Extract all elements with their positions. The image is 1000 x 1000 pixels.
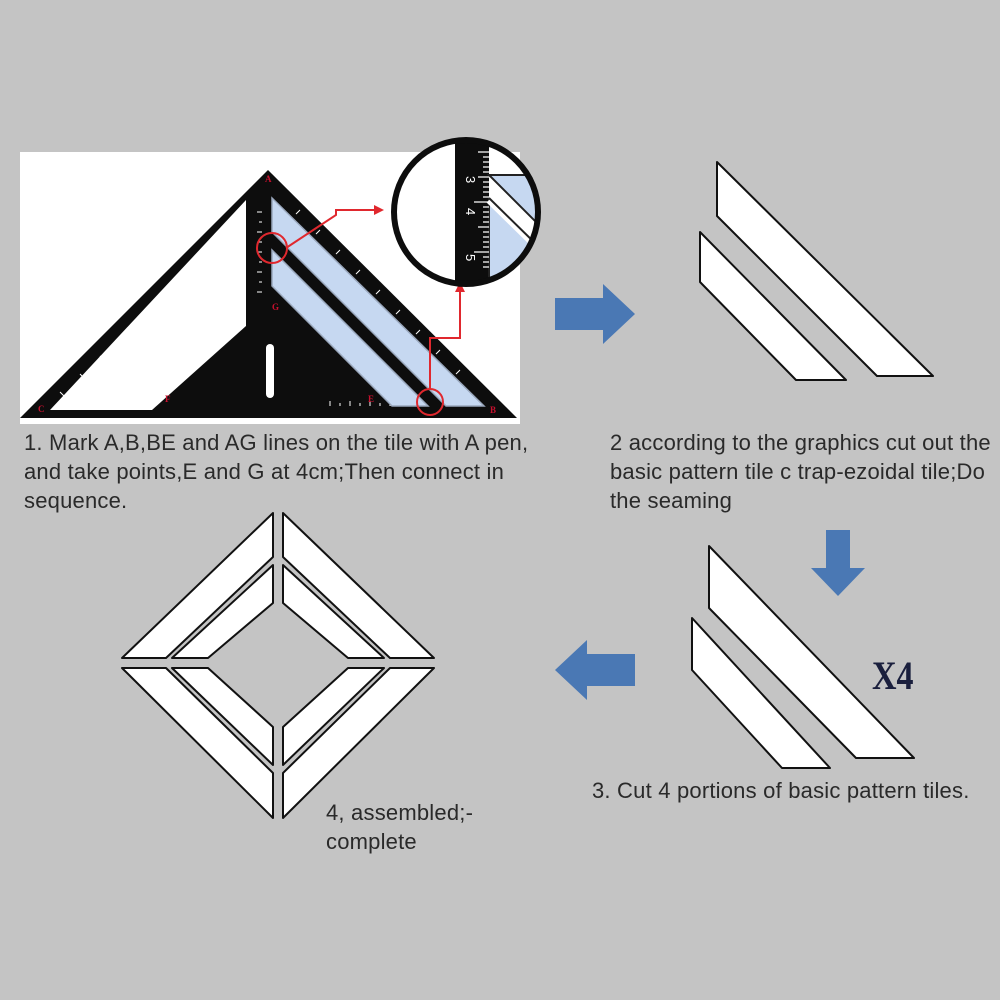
point-label-f: F xyxy=(165,394,171,404)
point-label-e: E xyxy=(368,394,374,404)
arrow-left-icon xyxy=(555,640,635,700)
step2-strip-top xyxy=(716,161,934,377)
point-label-g: G xyxy=(272,302,279,312)
assembled-inner-bottom-left xyxy=(171,667,274,766)
step1-caption: 1. Mark A,B,BE and AG lines on the tile … xyxy=(24,430,529,513)
strip-lower xyxy=(271,248,430,407)
step3-caption: 3. Cut 4 portions of basic pattern tiles… xyxy=(592,778,970,803)
step3-strip-top xyxy=(708,545,915,759)
ruler-left-window xyxy=(50,200,246,410)
assembled-outer-top-right xyxy=(282,512,435,659)
assembled-inner-top-left xyxy=(171,564,274,659)
arrow-down-icon xyxy=(811,530,865,596)
callout-arrowhead-lower xyxy=(455,282,465,292)
arrow-right-icon xyxy=(555,284,635,344)
assembled-outer-bottom-right xyxy=(282,667,435,819)
assembled-outer-bottom-left xyxy=(121,667,274,819)
zoom-label-5: 5 xyxy=(463,254,478,261)
assembled-outer-top-left xyxy=(121,512,274,659)
zoom-label-3: 3 xyxy=(463,176,478,183)
point-label-c: C xyxy=(38,404,45,414)
zoom-label-4: 4 xyxy=(463,208,478,215)
step2-strip-bottom xyxy=(699,231,847,381)
assembled-inner-bottom-right xyxy=(282,667,385,766)
ruler-slot xyxy=(266,344,274,398)
callout-arrowhead-upper xyxy=(374,205,384,215)
step4-caption: 4, assembled;-complete xyxy=(326,800,474,854)
multiplier-label: X4 xyxy=(872,653,914,698)
callout-line-upper xyxy=(285,209,378,249)
assembled-inner-top-right xyxy=(282,564,385,659)
point-label-b: B xyxy=(490,405,496,415)
callout-line-lower xyxy=(429,290,461,390)
step3-strip-bottom xyxy=(691,617,831,769)
step2-caption: 2 according to the graphics cut out the … xyxy=(610,430,991,513)
point-label-a: A xyxy=(265,174,272,184)
zoom-inset: 3 4 5 xyxy=(391,137,541,287)
